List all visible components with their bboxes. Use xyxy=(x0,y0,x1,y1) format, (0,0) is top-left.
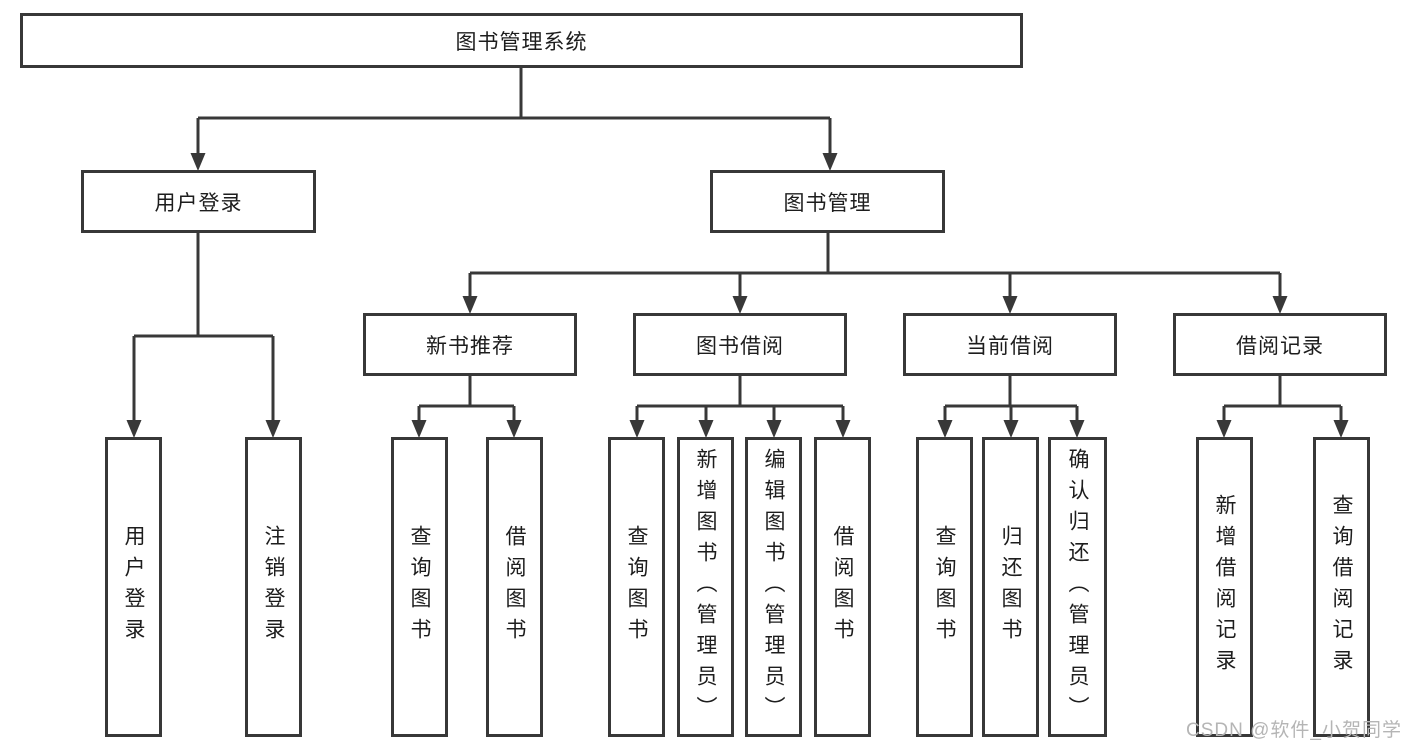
leaf-current-query-books: 查询图书 xyxy=(916,437,973,737)
leaf-edit-book-admin: 编辑图书（管理员） xyxy=(745,437,802,737)
node-book-borrow: 图书借阅 xyxy=(633,313,847,376)
node-new-book-recommend: 新书推荐 xyxy=(363,313,577,376)
node-root: 图书管理系统 xyxy=(20,13,1023,68)
edge-book-management xyxy=(468,230,1282,300)
arrowheads xyxy=(126,153,1349,438)
leaf-query-borrow-record: 查询借阅记录 xyxy=(1313,437,1370,737)
leaf-add-borrow-record: 新增借阅记录 xyxy=(1196,437,1253,737)
node-borrow-records: 借阅记录 xyxy=(1173,313,1387,376)
leaf-logout: 注销登录 xyxy=(245,437,302,737)
node-book-management: 图书管理 xyxy=(710,170,945,233)
leaf-borrow-books: 借阅图书 xyxy=(814,437,871,737)
node-user-login: 用户登录 xyxy=(81,170,316,233)
leaf-borrow-query-books: 查询图书 xyxy=(608,437,665,737)
edge-borrow-records xyxy=(1222,374,1343,424)
leaf-confirm-return-admin: 确认归还（管理员） xyxy=(1048,437,1107,737)
csdn-watermark: CSDN @软件_小贺同学 xyxy=(1186,720,1402,741)
edge-current-borrow xyxy=(943,374,1079,424)
edge-book-borrow xyxy=(635,374,845,424)
leaf-recommend-query-books: 查询图书 xyxy=(391,437,448,737)
leaf-recommend-borrow-books: 借阅图书 xyxy=(486,437,543,737)
edge-new-book-recommend xyxy=(417,374,516,424)
node-current-borrow: 当前借阅 xyxy=(903,313,1117,376)
edge-user-login xyxy=(132,230,275,424)
leaf-return-book: 归还图书 xyxy=(982,437,1039,737)
leaf-add-book-admin: 新增图书（管理员） xyxy=(677,437,734,737)
edge-root xyxy=(196,66,832,158)
leaf-user-login: 用户登录 xyxy=(105,437,162,737)
